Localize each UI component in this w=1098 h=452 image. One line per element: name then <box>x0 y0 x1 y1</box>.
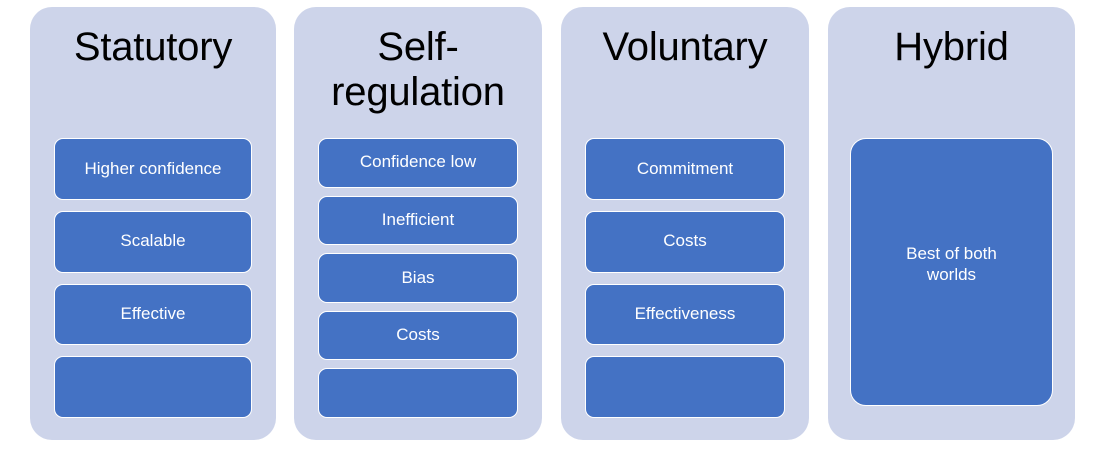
item-box[interactable]: Inefficient <box>318 195 518 246</box>
column-title-statutory: Statutory <box>73 25 233 69</box>
column-hybrid[interactable]: Hybrid Best of both worlds <box>828 7 1075 440</box>
item-box[interactable]: Commitment <box>585 138 785 200</box>
item-box[interactable]: Effectiveness <box>585 283 785 346</box>
item-box[interactable]: Confidence low <box>318 138 518 188</box>
item-box[interactable] <box>585 356 785 418</box>
item-box[interactable]: Higher confidence <box>54 138 252 200</box>
column-hybrid-items: Best of both worlds <box>850 138 1053 406</box>
item-box[interactable] <box>318 368 518 418</box>
column-statutory[interactable]: Statutory Higher confidence Scalable Eff… <box>30 7 276 440</box>
item-box[interactable]: Bias <box>318 253 518 303</box>
item-box[interactable]: Costs <box>585 210 785 273</box>
column-self-regulation-items: Confidence low Inefficient Bias Costs <box>318 138 518 418</box>
column-self-regulation[interactable]: Self- regulation Confidence low Ineffici… <box>294 7 542 440</box>
column-voluntary[interactable]: Voluntary Commitment Costs Effectiveness <box>561 7 809 440</box>
item-box[interactable]: Best of both worlds <box>850 138 1053 406</box>
column-title-self-regulation: Self- regulation <box>331 25 505 114</box>
column-title-voluntary: Voluntary <box>602 25 768 69</box>
column-title-hybrid: Hybrid <box>894 25 1009 69</box>
item-box[interactable]: Effective <box>54 283 252 346</box>
item-box[interactable] <box>54 356 252 418</box>
item-box[interactable]: Costs <box>318 310 518 361</box>
item-box[interactable]: Scalable <box>54 210 252 273</box>
column-statutory-items: Higher confidence Scalable Effective <box>54 138 252 418</box>
column-voluntary-items: Commitment Costs Effectiveness <box>585 138 785 418</box>
